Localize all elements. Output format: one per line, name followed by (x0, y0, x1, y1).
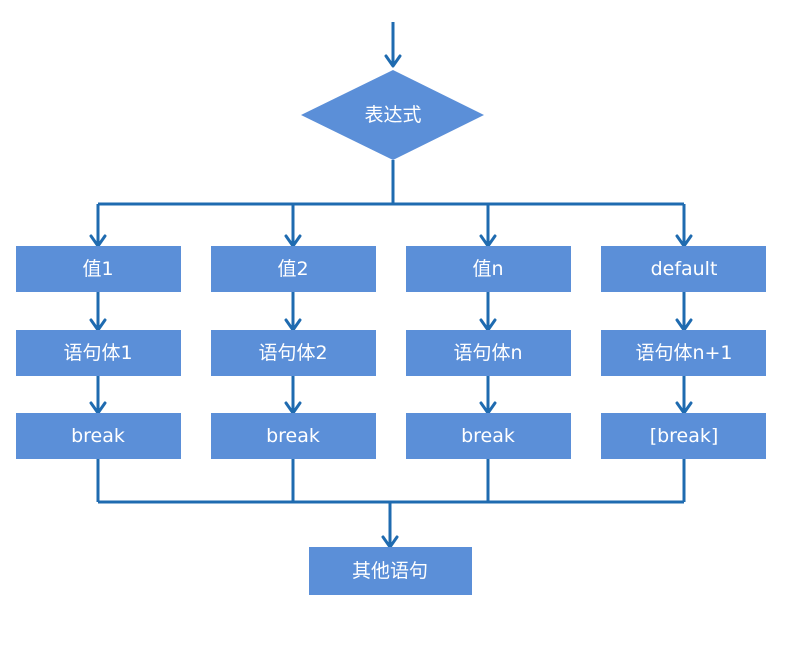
exit-node: 其他语句 (309, 547, 472, 595)
branch-3-case-box (406, 246, 571, 292)
branch-3-case-label: 值n (472, 258, 503, 280)
branch-4: default 语句体n+1 [break] (601, 246, 766, 459)
branch-1: 值1 语句体1 break (16, 246, 181, 459)
branch-3: 值n 语句体n break (406, 246, 571, 459)
exit-label: 其他语句 (352, 560, 428, 582)
branch-3-body-label: 语句体n (453, 342, 522, 364)
branch-1-body-box (16, 330, 181, 376)
branch-1-case-label: 值1 (82, 258, 113, 280)
branch-1-body-label: 语句体1 (63, 342, 132, 364)
branch-3-body-box (406, 330, 571, 376)
branch-2-case-label: 值2 (277, 258, 308, 280)
branch-4-break-box (601, 413, 766, 459)
branch-2-body-box (211, 330, 376, 376)
branch-3-break-box (406, 413, 571, 459)
branch-3-break-label: break (461, 425, 515, 447)
branch-4-break-label: [break] (650, 425, 719, 447)
decision-diamond (301, 70, 484, 160)
branch-2: 值2 语句体2 break (211, 246, 376, 459)
branch-2-case-box (211, 246, 376, 292)
branch-4-body-label: 语句体n+1 (635, 342, 732, 364)
exit-box (309, 547, 472, 595)
branch-1-case-box (16, 246, 181, 292)
entry-arrowhead (384, 54, 402, 68)
decision-label: 表达式 (364, 104, 421, 126)
branch-2-break-label: break (266, 425, 320, 447)
branch-4-case-box (601, 246, 766, 292)
branch-4-case-label: default (651, 258, 718, 280)
branch-1-break-label: break (71, 425, 125, 447)
branch-2-break-box (211, 413, 376, 459)
branch-2-body-label: 语句体2 (258, 342, 327, 364)
decision-node: 表达式 (301, 70, 484, 160)
branch-4-body-box (601, 330, 766, 376)
branch-1-break-box (16, 413, 181, 459)
